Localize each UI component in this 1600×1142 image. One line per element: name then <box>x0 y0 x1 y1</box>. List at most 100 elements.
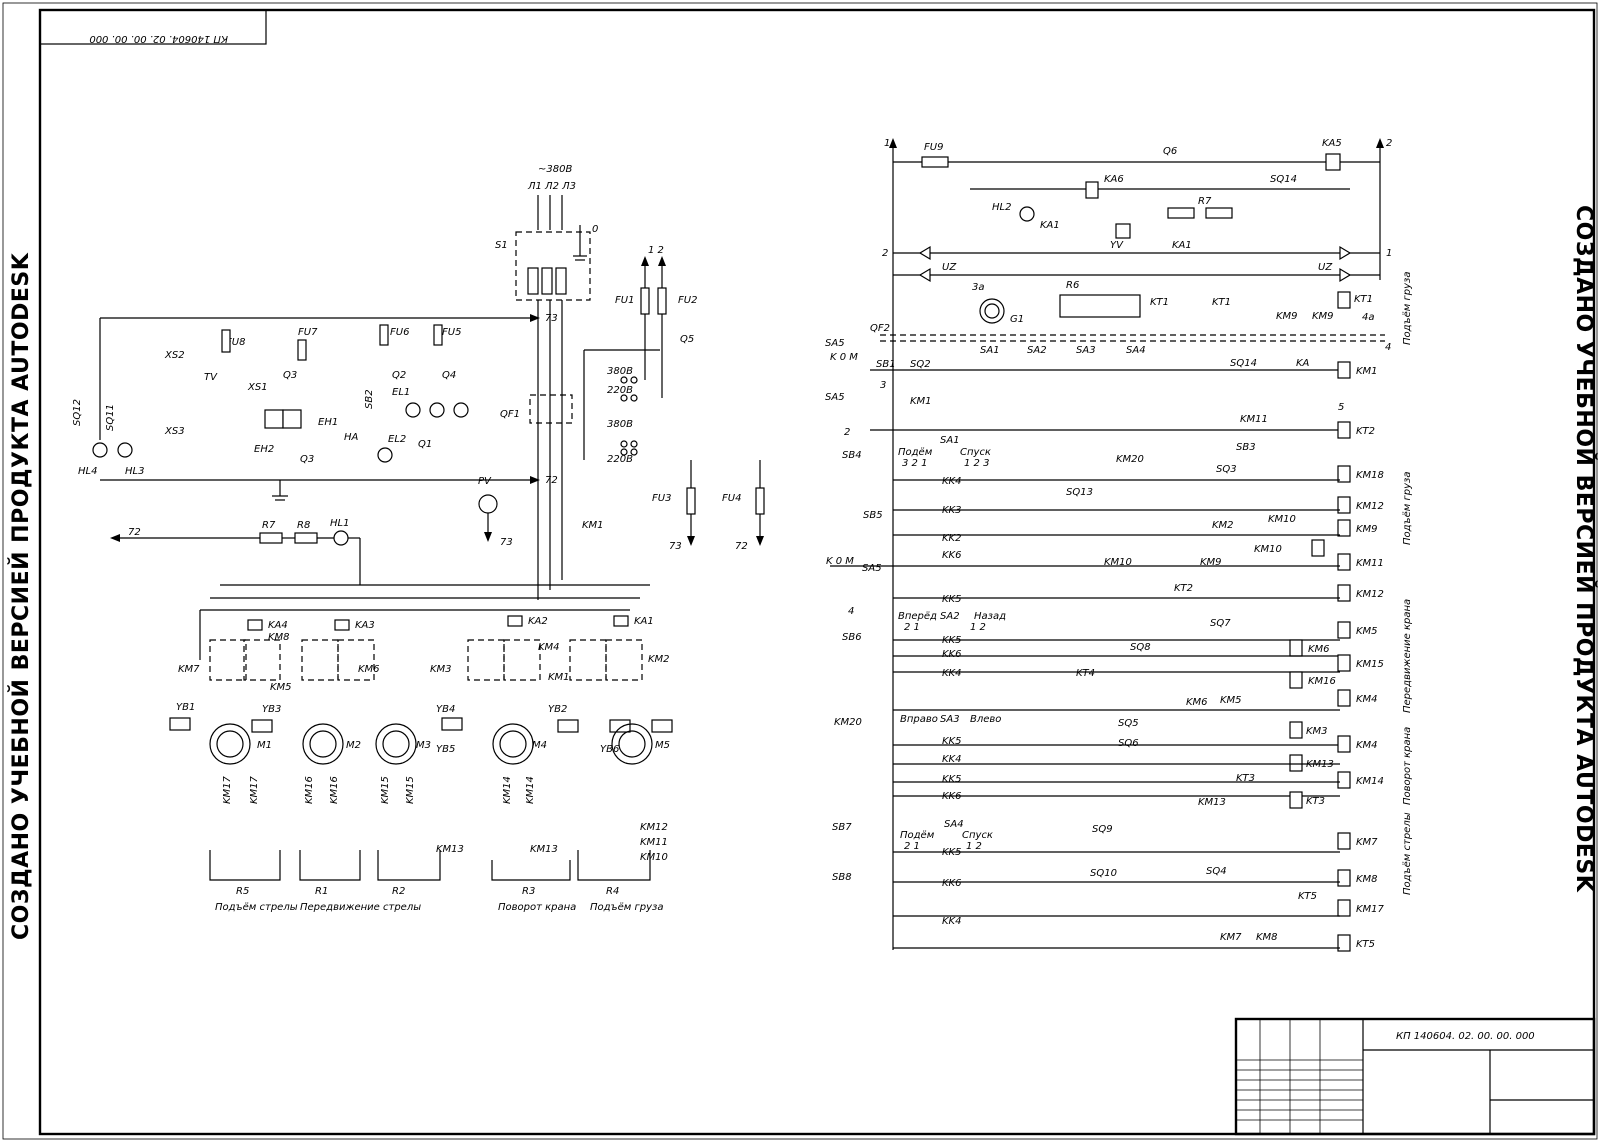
ctrl-km5b: KM5 <box>1220 695 1242 706</box>
switch-q2-label: Q2 <box>392 370 406 381</box>
brake-yb5-label: YB5 <box>436 744 455 755</box>
lamp-el1-label: EL1 <box>392 387 410 398</box>
bus-73-label: 73 <box>545 313 558 324</box>
ctrl-sa2: SA2 <box>1027 345 1047 356</box>
section-travel: Передвижение крана <box>1402 599 1413 713</box>
fuse-fu5-label: FU5 <box>442 327 461 338</box>
ctrl-kt1b: KT1 <box>1212 297 1231 308</box>
switch-q5-label: Q5 <box>680 334 694 345</box>
ctrl-sq5: SQ5 <box>1118 718 1139 729</box>
res-km15b-label: KM15 <box>405 776 416 804</box>
ctrl-node-1: 1 <box>884 138 890 149</box>
title-block-code: КП 140604. 02. 00. 00. 000 <box>1396 1031 1535 1042</box>
switch-q4-label: Q4 <box>442 370 456 381</box>
ctrl-sq14b: SQ14 <box>1230 358 1257 369</box>
ctrl-km6: KM6 <box>1308 644 1330 655</box>
lamp-el1c-icon <box>453 402 469 418</box>
ctrl-sb6: SB6 <box>842 632 862 643</box>
brake-yb3-label: YB3 <box>262 704 281 715</box>
ctrl-sq8: SQ8 <box>1130 642 1151 653</box>
ctrl-km12b: KM12 <box>1356 589 1384 600</box>
motor-m1-label: M1 <box>257 740 272 751</box>
lamp-hl3-label: HL3 <box>125 466 144 477</box>
ctrl-km4b: KM4 <box>1356 740 1378 751</box>
socket-xs2-label: XS2 <box>164 350 185 361</box>
contactor-km2-label: KM2 <box>648 654 670 665</box>
limit-sq12-label: SQ12 <box>72 399 83 426</box>
ctrl-r7: R7 <box>1198 196 1212 207</box>
ctrl-km11: KM11 <box>1240 414 1268 425</box>
resistor-r3-label: R3 <box>522 886 535 897</box>
section-hoist: Подъём груза <box>1402 472 1413 545</box>
ctrl-digits-321: 3 2 1 <box>902 458 927 469</box>
res-km14b-label: KM14 <box>525 776 536 804</box>
motor-m5-icon <box>611 723 653 765</box>
ctrl-ka1: KA1 <box>1040 220 1060 231</box>
motor-m3-label: M3 <box>416 740 431 751</box>
ctrl-fu9: FU9 <box>924 142 943 153</box>
ctrl-spusk: Спуск <box>960 447 991 458</box>
caption-r1-r2: Передвижение стрелы <box>300 902 421 913</box>
top-stamp: КП 140604. 02. 00. 00. 000 <box>39 9 267 45</box>
ctrl-sq13: SQ13 <box>1066 487 1093 498</box>
ctrl-km17: KM17 <box>1356 904 1385 915</box>
resistor-r2-label: R2 <box>392 886 405 897</box>
relay-ka1-label: KA1 <box>634 616 654 627</box>
section-boom: Подъём стрелы <box>1402 812 1413 895</box>
tap-380v-a: 380В <box>607 366 633 377</box>
ctrl-ka1b: KA1 <box>1172 240 1192 251</box>
fuse-fu6-label: FU6 <box>390 327 409 338</box>
ctrl-kk4b: KK4 <box>942 668 961 679</box>
heater-eh2-label: EH2 <box>254 444 274 455</box>
relay-ka3-label: KA3 <box>355 620 375 631</box>
limit-sq11-label: SQ11 <box>105 404 116 431</box>
ctrl-kk4: KK4 <box>942 476 961 487</box>
fuse-fu2-label: FU2 <box>678 295 697 306</box>
lamp-hl4-label: HL4 <box>78 466 97 477</box>
fuse-fu7-label: FU7 <box>298 327 318 338</box>
motor-m5-label: M5 <box>655 740 670 751</box>
res-km17b-label: KM17 <box>249 775 260 804</box>
resistor-r8-label: R8 <box>297 520 310 531</box>
breaker-label: QF1 <box>500 409 520 420</box>
motor-m1-icon <box>209 723 251 765</box>
switch-q1-label: Q1 <box>418 439 432 450</box>
ctrl-sa5: SA5 <box>825 338 845 349</box>
res-km12-label: KM12 <box>640 822 668 833</box>
ctrl-km12: KM12 <box>1356 501 1384 512</box>
ctrl-km15: KM15 <box>1356 659 1384 670</box>
contactor-km6-label: KM6 <box>358 664 380 675</box>
caption-r5: Подъём стрелы <box>215 902 298 913</box>
ctrl-kk6d: KK6 <box>942 878 961 889</box>
ctrl-km10c: KM10 <box>1104 557 1132 568</box>
ctrl-node-3a: 3а <box>972 282 985 293</box>
res-km17a-label: KM17 <box>222 775 233 804</box>
ctrl-km2: KM2 <box>1212 520 1234 531</box>
ctrl-kt1a: KT1 <box>1150 297 1169 308</box>
ctrl-sa2b: SA2 <box>940 611 960 622</box>
lamp-hl1-icon <box>333 530 349 546</box>
contactor-km1m-label: KM1 <box>548 672 570 683</box>
lamp-el1a-icon <box>405 402 421 418</box>
supply-voltage: ~380В <box>538 164 572 175</box>
ctrl-uz2: UZ <box>1318 262 1333 273</box>
ctrl-kt2b: KT2 <box>1174 583 1193 594</box>
ctrl-kt3: KT3 <box>1236 773 1255 784</box>
motor-m2-icon <box>302 723 344 765</box>
switch-q3b-label: Q3 <box>300 454 314 465</box>
section-hoist-top: Подъём груза <box>1402 272 1413 345</box>
ctrl-sa4b: SA4 <box>944 819 964 830</box>
ctrl-sa3: SA3 <box>1076 345 1096 356</box>
node-73-a: 73 <box>669 541 682 552</box>
contactor-km7-label: KM7 <box>178 664 200 675</box>
ctrl-sa5c: SA5 <box>862 563 882 574</box>
caption-r3: Поворот крана <box>498 902 576 913</box>
section-rotate: Поворот крана <box>1402 727 1413 805</box>
voltmeter-label: PV <box>478 476 492 487</box>
ctrl-digits-123: 1 2 3 <box>964 458 989 469</box>
ctrl-sq3: SQ3 <box>1216 464 1237 475</box>
ctrl-kt3b: KT3 <box>1306 796 1325 807</box>
ctrl-sq9: SQ9 <box>1092 824 1113 835</box>
